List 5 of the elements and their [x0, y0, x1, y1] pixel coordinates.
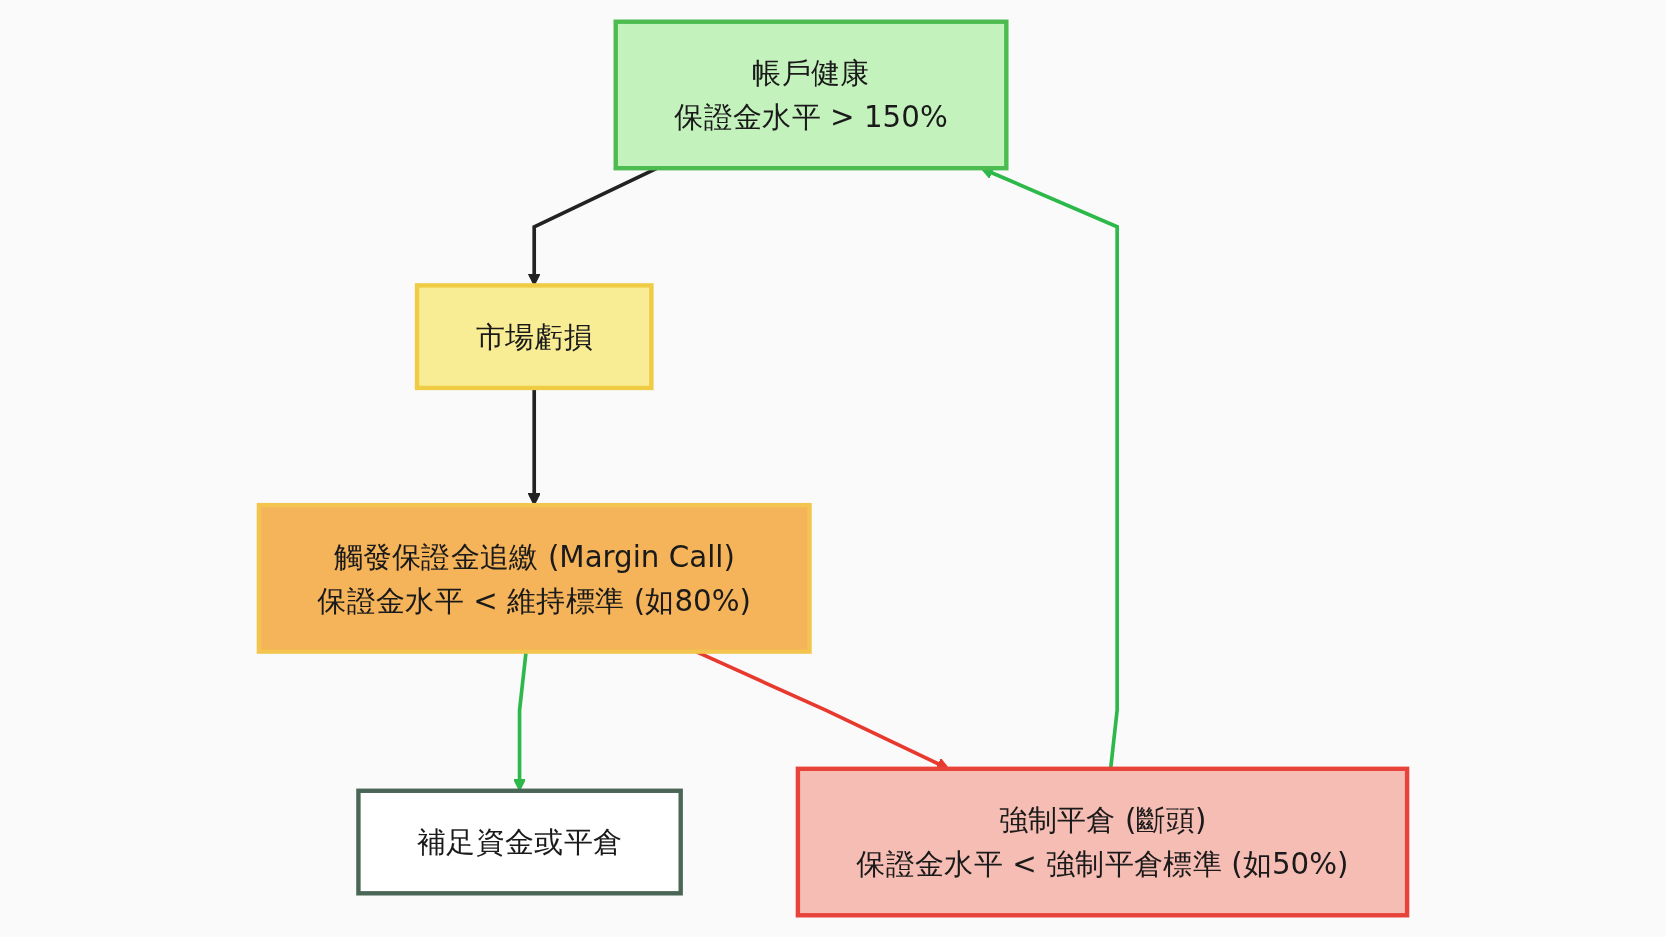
node-box: 補足資金或平倉 — [356, 788, 683, 896]
node-box: 觸發保證金追繳 (Margin Call) 保證金水平 < 維持標準 (如80%) — [256, 502, 812, 654]
node-box: 市場虧損 — [414, 283, 654, 391]
node-box: 強制平倉 (斷頭) 保證金水平 < 強制平倉標準 (如50%) — [795, 766, 1410, 918]
node-box: 帳戶健康 保證金水平 > 150% — [613, 19, 1009, 171]
